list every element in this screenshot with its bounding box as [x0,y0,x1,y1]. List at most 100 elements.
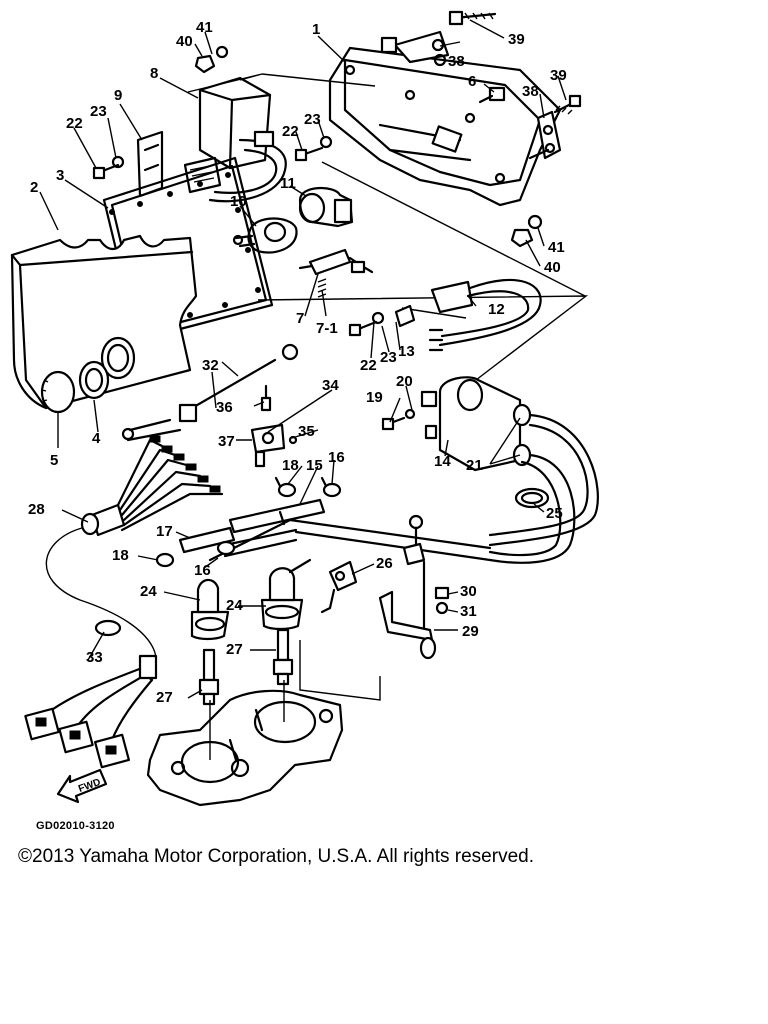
callout-35: 35 [298,423,315,440]
callout-23-left: 23 [90,103,107,120]
plug-cap-24-left [190,578,230,641]
bolt-39-top [448,10,497,26]
callout-34: 34 [322,377,339,394]
callout-28: 28 [28,501,45,518]
callout-7: 7 [296,310,304,327]
callout-16-lower: 16 [194,562,211,579]
clamp-16-lower [216,540,236,556]
callout-40-top: 40 [176,33,193,50]
fwd-arrow-icon: FWD [56,768,108,804]
callout-16-upper: 16 [328,449,345,466]
callout-17: 17 [156,523,173,540]
bolt-39-right [553,94,582,115]
callout-15: 15 [306,457,323,474]
callout-24-right: 24 [226,597,243,614]
tube-17 [178,526,236,554]
callout-5: 5 [50,452,58,469]
callout-19: 19 [366,389,383,406]
clamp-16-upper [320,476,342,498]
cdi-unit-part [183,76,287,203]
spark-plug-27-right [272,628,294,686]
exploded-parts-diagram: FWD [10,10,599,807]
bracket-38-right [528,110,562,160]
callout-4: 4 [92,430,101,447]
leader-lines [39,19,567,699]
callout-22-right: 22 [360,357,377,374]
callout-26: 26 [376,555,393,572]
callout-24-left: 24 [140,583,157,600]
part-7 [298,248,374,298]
callout-13: 13 [398,343,415,360]
cylinder-head [146,680,344,807]
sensor-29 [378,514,437,660]
callout-21: 21 [466,457,483,474]
callout-1: 1 [312,21,320,38]
callout-8: 8 [150,65,158,82]
callout-38-top: 38 [448,53,465,70]
part-11 [298,187,354,228]
callout-23-mid: 23 [304,111,321,128]
assembly-outline [187,73,589,701]
callout-27-lower: 27 [156,689,173,706]
ignition-coil-14 [420,376,532,472]
harness-28 [45,435,224,681]
screw-22-mid [294,135,333,162]
callout-9: 9 [114,87,122,104]
clamp-18-lower [155,552,175,568]
callout-33: 33 [86,649,103,666]
callout-31: 31 [460,603,477,620]
nut-40-41-top [194,45,229,74]
callout-40-right: 40 [544,259,561,276]
callout-22-mid: 22 [282,123,299,140]
callout-11: 11 [280,175,296,192]
copyright-notice: ©2013 Yamaha Motor Corporation, U.S.A. A… [18,846,534,867]
callout-39-right: 39 [550,67,567,84]
plug-cap-24-right [260,558,312,631]
plug-leads [208,413,599,564]
callout-numbers: 1 2 3 4 5 6 7 7-1 8 9 10 11 12 13 14 15 … [28,19,567,706]
callout-32: 32 [202,357,219,374]
coil-12 [428,278,542,352]
callout-18-upper: 18 [282,457,299,474]
callout-41-right: 41 [548,239,565,256]
callout-3: 3 [56,167,64,184]
grommet-4 [78,360,110,400]
spark-plug-27-left [198,648,220,706]
callout-27-upper: 27 [226,641,243,658]
clamp-18-upper [274,476,297,498]
callout-38-right: 38 [522,83,539,100]
screw-19-20 [381,408,416,431]
callout-29: 29 [462,623,479,640]
screw-22-right [348,304,416,337]
callout-39-top: 39 [508,31,525,48]
callout-20: 20 [396,373,413,390]
tube-15 [228,498,326,534]
callout-22-left: 22 [66,115,83,132]
screw-22-left [92,155,125,180]
callout-25: 25 [546,505,563,522]
callout-36: 36 [216,399,233,416]
callout-41-top: 41 [196,19,213,36]
callout-23-right: 23 [380,349,397,366]
callout-30: 30 [460,583,477,600]
clamp-33 [94,619,122,637]
callout-18-lower: 18 [112,547,129,564]
cover-2 [10,234,198,410]
callout-2: 2 [30,179,38,196]
callout-12: 12 [488,301,505,318]
bolt-32 [121,343,299,442]
part-26 [320,560,358,614]
callout-14: 14 [434,453,451,470]
bolt-30-31 [434,586,450,615]
callout-6: 6 [468,73,476,90]
cap-5 [40,370,76,414]
part-37 [250,423,298,468]
callout-10: 10 [230,193,247,210]
callout-37: 37 [218,433,235,450]
callout-7-1: 7-1 [316,320,338,337]
part-10 [232,217,298,254]
mounting-plate-part [328,46,562,207]
clamp-25 [514,487,550,509]
drawing-code: GD02010-3120 [36,820,115,832]
